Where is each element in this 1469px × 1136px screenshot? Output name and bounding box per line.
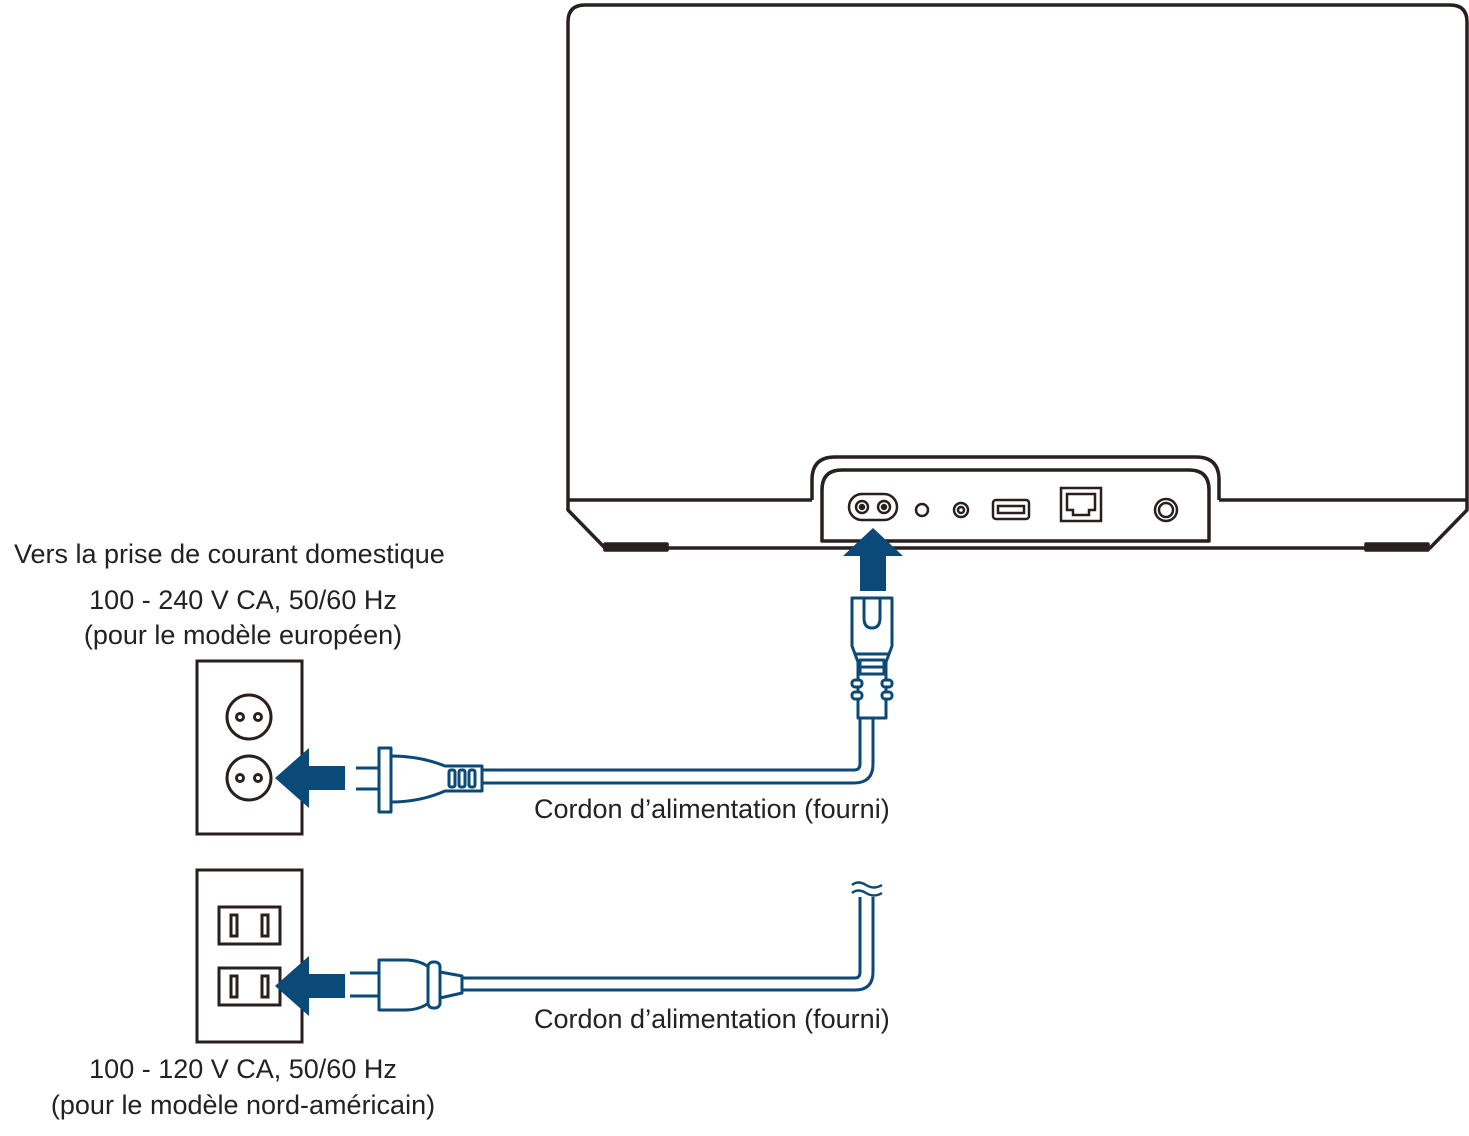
rear-panel-inner (820, 468, 1211, 543)
iec-c7-connector (850, 596, 894, 720)
na-voltage-label: 100 - 120 V CA, 50/60 Hz (89, 1054, 397, 1084)
europlug (356, 746, 484, 814)
speaker-foot-left (603, 542, 669, 552)
speaker-foot-right (1364, 542, 1430, 552)
aux-jack-icon (952, 501, 970, 519)
rear-panel-outer (810, 455, 1221, 500)
usb-port-icon (991, 498, 1031, 521)
button-icon (914, 502, 930, 518)
speaker-body (566, 3, 1469, 550)
eu-model-label: (pour le modèle européen) (83, 620, 403, 650)
insert-arrow-up (843, 528, 903, 591)
eu-voltage-label: 100 - 240 V CA, 50/60 Hz (89, 585, 397, 615)
rear-connectors (847, 486, 1179, 523)
na-cord-label: Cordon d’alimentation (fourni) (534, 1004, 890, 1034)
ac-inlet-icon (847, 492, 899, 522)
na-plug (350, 958, 464, 1012)
na-wall-socket (195, 868, 304, 1044)
na-model-label: (pour le modèle nord-américain) (50, 1090, 436, 1120)
power-cord-na (350, 881, 883, 1012)
socket-outlet-upper (225, 693, 273, 741)
socket-outlet-upper (217, 905, 282, 946)
eu-cord-label: Cordon d’alimentation (fourni) (534, 794, 890, 824)
speaker-unit (566, 3, 1469, 552)
cable-break-icon (851, 881, 883, 897)
insert-arrow-left-na (275, 956, 345, 1016)
destination-label: Vers la prise de courant domestique (14, 539, 445, 569)
connect-button-icon (1153, 497, 1179, 523)
ethernet-port-icon (1059, 486, 1103, 523)
eu-wall-socket (195, 659, 304, 836)
power-cord-eu (356, 596, 894, 814)
socket-outlet-lower (225, 754, 273, 802)
insert-arrow-left-eu (275, 748, 345, 808)
socket-outlet-lower (217, 966, 282, 1007)
